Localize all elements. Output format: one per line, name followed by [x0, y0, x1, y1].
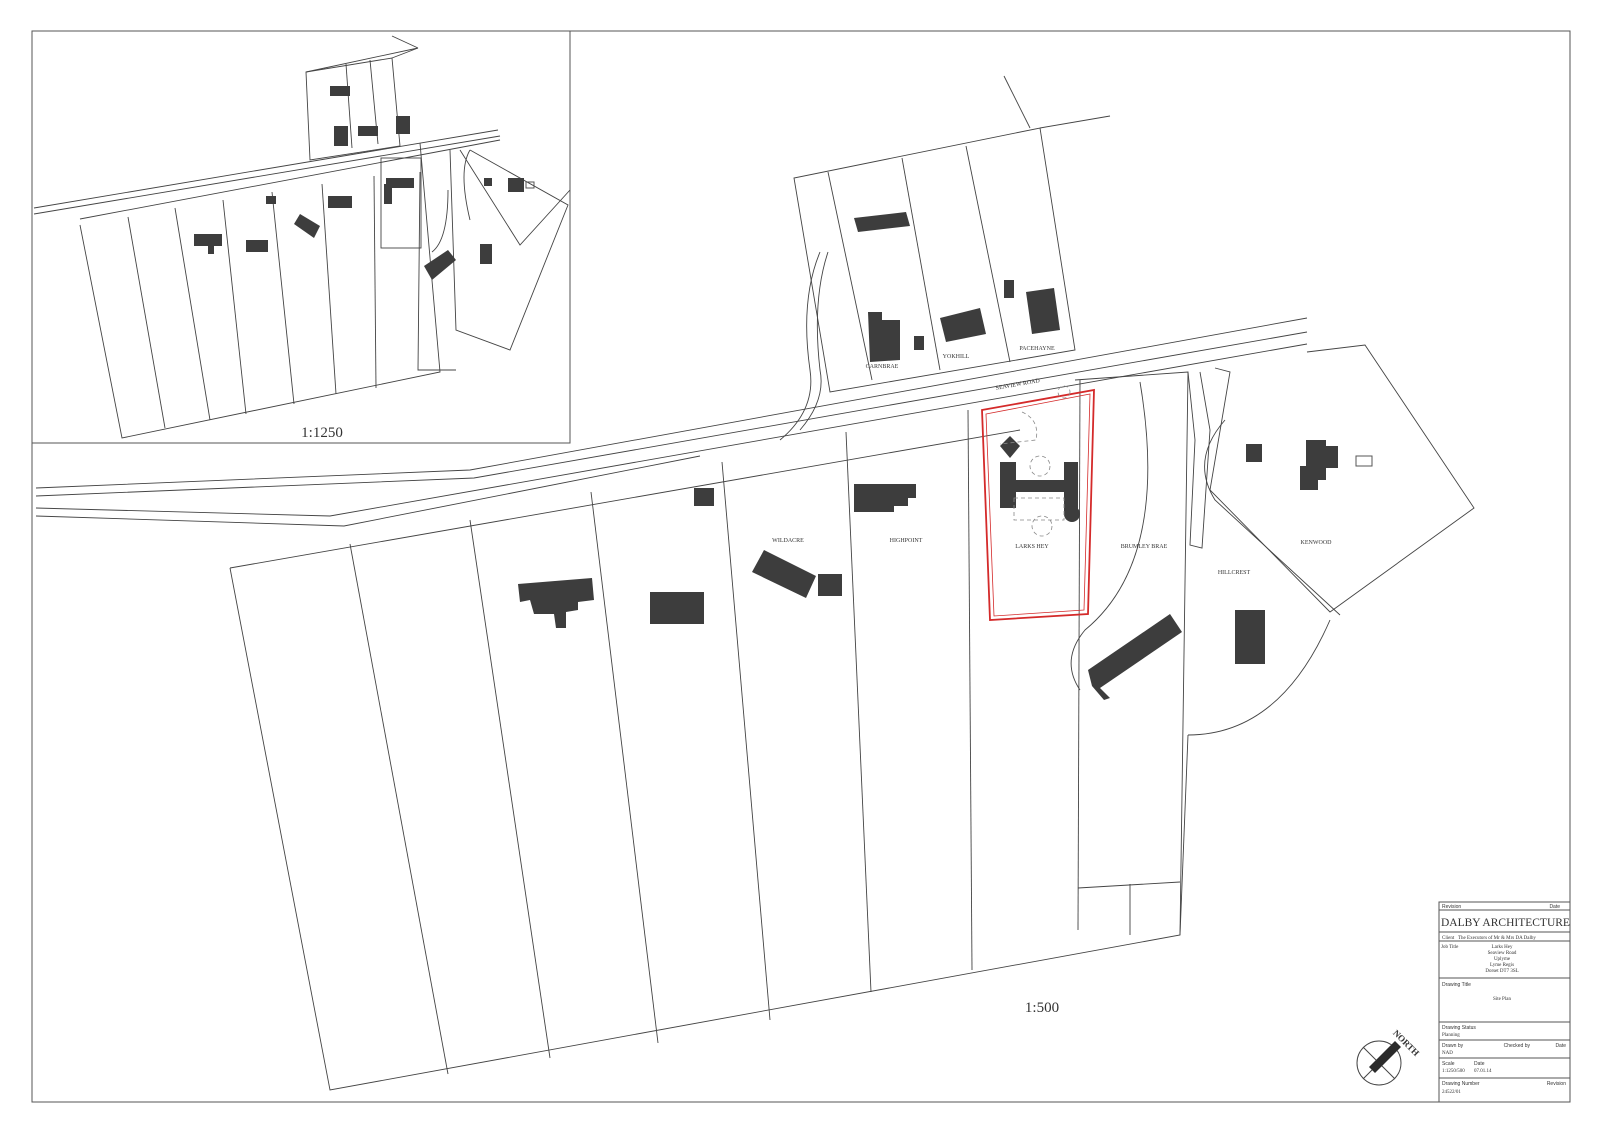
tb-revision2-label: Revision: [1547, 1081, 1566, 1087]
label-carnbrae: CARNBRAE: [866, 364, 899, 370]
inset-border: [31, 30, 571, 444]
main-scale-label: 1:500: [1025, 1000, 1059, 1016]
tb-drawn-by-label: Drawn by: [1442, 1043, 1464, 1049]
tb-job-line-2: Seaview Road: [1488, 951, 1517, 956]
label-kenwood: KENWOOD: [1301, 540, 1333, 546]
main-map: CARNBRAE YOKHILL PACEHAYNE SEAVIEW ROAD …: [35, 75, 1475, 1091]
tb-checked-by-label: Checked by: [1504, 1043, 1531, 1049]
tb-checked-date-label: Date: [1555, 1043, 1566, 1049]
inset-map: 1:1250: [31, 30, 571, 444]
plot-boundaries: [229, 371, 1189, 1091]
sheet-border: [31, 30, 1571, 1103]
tb-revision-label: Revision: [1442, 904, 1461, 910]
tb-date-value: 07.01.14: [1474, 1069, 1492, 1074]
tb-scale-label: Scale: [1442, 1061, 1455, 1067]
label-highpoint: HIGHPOINT: [890, 538, 923, 544]
tb-date2-label: Date: [1474, 1061, 1485, 1067]
north-arrow: NORTH: [1356, 1028, 1421, 1086]
inset-scale-label: 1:1250: [301, 425, 343, 441]
tb-job-line-1: Larks Hey: [1492, 945, 1513, 950]
tb-job-line-3: Uplyme: [1494, 957, 1511, 962]
title-block: Revision Date DALBY ARCHITECTURE Client …: [1438, 901, 1571, 1103]
building: [518, 578, 594, 628]
tb-status-label: Drawing Status: [1442, 1025, 1476, 1031]
larks-hey-site: [981, 385, 1095, 621]
road-edge: [35, 317, 1308, 489]
label-pacehayne: PACEHAYNE: [1019, 346, 1055, 352]
tb-status-value: Planning: [1442, 1033, 1460, 1038]
tb-drawing-title-label: Drawing Title: [1442, 982, 1471, 988]
tb-client-value: The Executors of Mr & Mrs DA Dalby: [1458, 936, 1536, 941]
tb-drawing-title-value: Site Plan: [1493, 997, 1511, 1002]
tb-job-title-label: Job Title: [1441, 945, 1459, 950]
label-hillcrest: HILLCREST: [1218, 570, 1251, 576]
label-road: SEAVIEW ROAD: [995, 378, 1041, 392]
tb-client-label: Client: [1442, 936, 1455, 941]
label-larkshey: LARKS HEY: [1015, 544, 1049, 550]
site-boundary: [981, 388, 1095, 621]
tb-date-label: Date: [1549, 904, 1560, 910]
tb-scale-value: 1:1250/500: [1442, 1069, 1465, 1074]
tb-job-line-5: Dorset DT7 3SL: [1485, 969, 1518, 974]
label-brumley: BRUMLEY BRAE: [1121, 544, 1168, 550]
label-yokhill: YOKHILL: [943, 354, 970, 360]
tb-drawing-number-value: 24522/01: [1442, 1090, 1461, 1095]
label-wildacre: WILDACRE: [772, 538, 804, 544]
tb-drawing-number-label: Drawing Number: [1442, 1081, 1480, 1087]
tb-drawn-by-value: NAD: [1442, 1051, 1453, 1056]
tb-company: DALBY ARCHITECTURE: [1441, 917, 1570, 929]
tb-job-line-4: Lyme Regis: [1490, 963, 1514, 968]
